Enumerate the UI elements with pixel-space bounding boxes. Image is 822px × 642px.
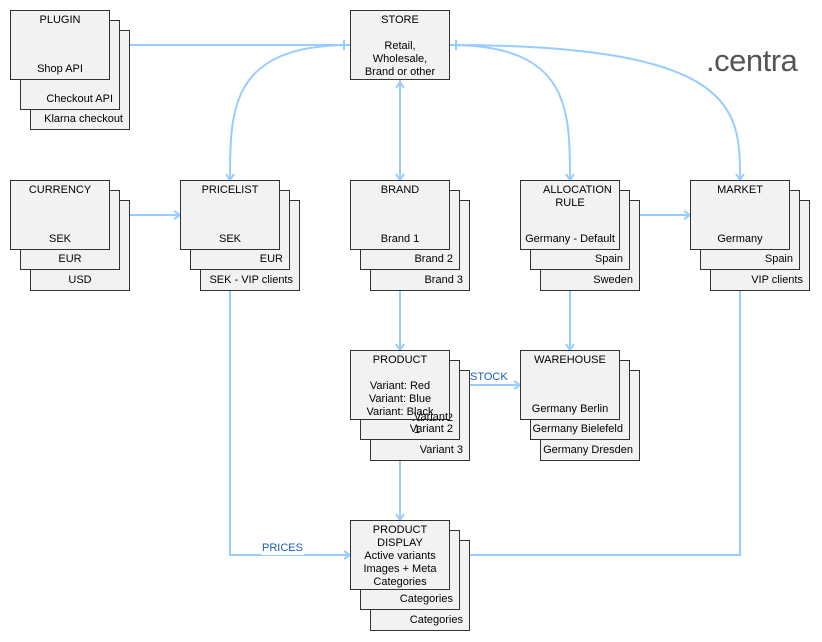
market-title: MARKET <box>717 184 763 196</box>
edge-store-allocation <box>449 44 571 181</box>
warehouse-card-1: WAREHOUSE Germany Berlin <box>520 350 620 420</box>
product-item-3: Variant 3 <box>419 444 463 456</box>
currency-card-1: CURRENCY SEK <box>10 180 110 250</box>
allocation-title: ALLOCATION RULE <box>543 184 612 209</box>
display-body-line-3: Categories <box>373 576 427 588</box>
allocation-card-1: ALLOCATION RULE Germany - Default <box>520 180 620 250</box>
product-item-2b: Variant 2 <box>409 423 453 435</box>
product-title: PRODUCT <box>372 354 428 366</box>
product-card-1: PRODUCT Variant: Red Variant: Blue Varia… <box>350 350 450 420</box>
allocation-item-2: Spain <box>594 253 623 265</box>
display-title: PRODUCT DISPLAY <box>372 524 428 549</box>
plugin-item-1: Shop API <box>37 63 83 75</box>
brand-item-2: Brand 2 <box>414 253 453 265</box>
brand-item-3: Brand 3 <box>424 274 463 286</box>
market-item-2: Spain <box>764 253 793 265</box>
display-item-2: Categories <box>399 593 453 605</box>
pricelist-item-3: SEK - VIP clients <box>209 274 293 286</box>
allocation-item-3: Sweden <box>593 274 633 286</box>
warehouse-title: WAREHOUSE <box>534 354 606 366</box>
prices-label: PRICES <box>261 542 304 555</box>
edge-pricelist-display <box>229 250 350 556</box>
market-item-3: VIP clients <box>751 274 803 286</box>
warehouse-item-1: Germany Berlin <box>531 403 609 415</box>
product-item-1: Variant 1 <box>414 411 449 436</box>
store-title: STORE <box>381 14 419 26</box>
store-body-line-3: Brand or other <box>364 66 436 78</box>
edge-store-pricelist <box>229 44 351 181</box>
brand-title: BRAND <box>380 184 420 196</box>
warehouse-item-3: Germany Dresden <box>543 444 633 456</box>
pricelist-card-1: PRICELIST SEK <box>180 180 280 250</box>
display-card-1: PRODUCT DISPLAY Active variants Images +… <box>350 520 450 590</box>
market-card-1: MARKET Germany <box>690 180 790 250</box>
plugin-card-1: PLUGIN Shop API <box>10 10 110 80</box>
product-body-line-2: Variant: Blue <box>368 393 432 405</box>
display-item-3: Categories <box>409 614 463 626</box>
brand-item-1: Brand 1 <box>380 233 420 245</box>
currency-item-2: EUR <box>58 253 82 265</box>
product-body-line-1: Variant: Red <box>369 380 431 392</box>
brand-card-1: BRAND Brand 1 <box>350 180 450 250</box>
product-body-line-3: Variant: Black <box>366 406 434 418</box>
pricelist-title: PRICELIST <box>201 184 259 196</box>
display-body-line-2: Images + Meta <box>363 563 437 575</box>
plugin-item-3: Klarna checkout <box>44 113 123 125</box>
display-body-line-1: Active variants <box>364 550 436 562</box>
store-body-line-2: Wholesale, <box>372 53 428 65</box>
currency-item-3: USD <box>68 274 92 286</box>
store-body-line-1: Retail, <box>384 40 416 52</box>
edge-store-market <box>449 44 741 181</box>
plugin-item-2: Checkout API <box>46 93 113 105</box>
plugin-title: PLUGIN <box>39 14 81 26</box>
pricelist-item-2: EUR <box>259 253 283 265</box>
currency-title: CURRENCY <box>28 184 92 196</box>
store-node: STORE Retail, Wholesale, Brand or other <box>350 10 450 80</box>
market-item-1: Germany <box>717 233 763 245</box>
centra-logo: .centra <box>706 43 798 78</box>
stock-label: STOCK <box>469 371 509 384</box>
allocation-item-1: Germany - Default <box>525 233 615 245</box>
currency-item-1: SEK <box>48 233 71 245</box>
pricelist-item-1: SEK <box>218 233 241 245</box>
warehouse-item-2: Germany Bielefeld <box>532 423 624 435</box>
edge-market-display <box>450 250 741 556</box>
